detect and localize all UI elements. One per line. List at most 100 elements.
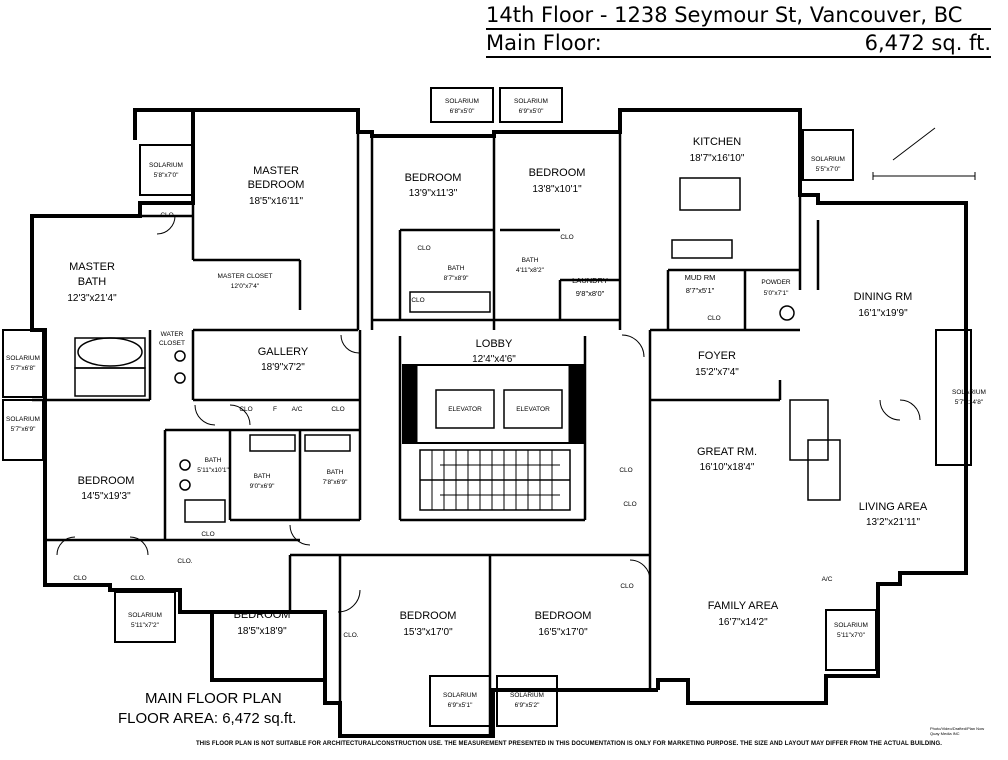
room-labels: MASTER BEDROOM 18'5"x16'11" MASTER BATH … (67, 136, 928, 638)
solarium-7-dim: 5'7"x14'8" (955, 399, 984, 406)
solarium-10-dim: 6'9"x5'1" (448, 702, 473, 709)
solarium-7-name: SOLARIUM (952, 389, 986, 396)
elevator-2-label: ELEVATOR (516, 406, 550, 413)
solarium-8-dim: 5'11"x7'2" (131, 622, 160, 629)
door-swings (56, 215, 921, 613)
clo-dot-label: CLO. (177, 558, 192, 565)
solarium-5-dim: 5'7"x6'8" (11, 365, 36, 372)
main-floor-area: 6,472 sq. ft. (864, 31, 991, 55)
kitchen-name: KITCHEN (693, 136, 741, 148)
bath-north2-dim: 4'11"x8'2" (516, 267, 545, 274)
bath-mid2-name: BATH (327, 469, 344, 476)
credit-text: Photo/Video/Drafted/Plan Now Quay Media … (930, 726, 985, 736)
bedroom-s2-dim: 16'5"x17'0" (538, 627, 588, 638)
solarium-4-dim: 5'5"x7'0" (816, 166, 841, 173)
family-name: FAMILY AREA (708, 600, 779, 612)
bath-west-dim: 5'11"x10'1" (197, 467, 229, 474)
solarium-11-dim: 6'9"x5'2" (515, 702, 540, 709)
master-bath-name-1: MASTER (69, 261, 115, 273)
bedroom-north-2-name: BEDROOM (529, 167, 586, 179)
solarium-9-name: SOLARIUM (834, 622, 868, 629)
bedroom-north-2-dim: 13'8"x10'1" (532, 184, 582, 195)
fixtures (74, 177, 841, 523)
plan-header-title: 14th Floor - 1238 Seymour St, Vancouver,… (486, 2, 991, 30)
gallery-dim: 18'9"x7'2" (261, 362, 305, 373)
lobby-dim: 12'4"x4'6" (472, 354, 516, 365)
bedroom-sw-name: BEDROOM (234, 609, 291, 621)
solarium-3-dim: 5'8"x7'0" (154, 172, 179, 179)
solarium-8-name: SOLARIUM (128, 612, 162, 619)
solarium-1-dim: 6'8"x5'0" (450, 108, 475, 115)
clo-dot-label: CLO. (343, 632, 358, 639)
gallery-name: GALLERY (258, 346, 309, 358)
bath-north-dim: 8'7"x8'9" (444, 275, 469, 282)
living-dim: 13'2"x21'11" (866, 517, 921, 528)
water-closet-name-2: CLOSET (159, 340, 185, 347)
ac-label: A/C (822, 576, 833, 583)
great-rm-dim: 16'10"x18'4" (700, 462, 755, 473)
solarium-3-name: SOLARIUM (149, 162, 183, 169)
clo-label: CLO (560, 234, 573, 241)
bedroom-north-1-name: BEDROOM (405, 172, 462, 184)
clo-label: CLO (160, 212, 173, 219)
bedroom-north-1-dim: 13'9"x11'3" (409, 188, 458, 199)
foyer-name: FOYER (698, 350, 736, 362)
master-bedroom-name-2: BEDROOM (248, 179, 305, 191)
powder-dim: 5'0"x7'1" (764, 290, 789, 297)
bedroom-west-dim: 14'5"x19'3" (81, 491, 131, 502)
solarium-1-name: SOLARIUM (445, 98, 479, 105)
clo-dot-label: CLO. (130, 575, 145, 582)
family-dim: 16'7"x14'2" (718, 617, 768, 628)
mud-rm-dim: 8'7"x5'1" (686, 286, 715, 295)
lobby-core (402, 364, 584, 511)
plan-title: MAIN FLOOR PLAN (145, 690, 282, 707)
solarium-6-name: SOLARIUM (6, 416, 40, 423)
north-arrow (872, 127, 976, 180)
bedroom-west-name: BEDROOM (78, 475, 135, 487)
clo-label: CLO (620, 583, 633, 590)
powder-name: POWDER (761, 279, 791, 286)
solarium-10-name: SOLARIUM (443, 692, 477, 699)
solarium-labels: SOLARIUM 6'8"x5'0" SOLARIUM 6'9"x5'0" SO… (6, 98, 986, 709)
bedroom-sw-dim: 18'5"x18'9" (237, 626, 287, 637)
master-bath-dim: 12'3"x21'4" (67, 293, 117, 304)
master-closet-name: MASTER CLOSET (218, 273, 273, 280)
solarium-boxes (2, 87, 972, 727)
bath-north-name: BATH (448, 265, 465, 272)
bath-mid2-dim: 7'8"x6'9" (323, 479, 348, 486)
disclaimer-text: THIS FLOOR PLAN IS NOT SUITABLE FOR ARCH… (196, 741, 942, 747)
clo-label: CLO (623, 501, 636, 508)
bath-mid1-dim: 9'0"x6'9" (250, 483, 275, 490)
solarium-11-name: SOLARIUM (510, 692, 544, 699)
master-closet-dim: 12'0"x7'4" (231, 283, 260, 290)
master-bath-name-2: BATH (78, 276, 107, 288)
solarium-2-dim: 6'9"x5'0" (519, 108, 544, 115)
mud-rm-name: MUD RM (685, 273, 716, 282)
solarium-2-name: SOLARIUM (514, 98, 548, 105)
clo-label: CLO (331, 406, 344, 413)
clo-label: CLO (411, 297, 424, 304)
solarium-5-name: SOLARIUM (6, 355, 40, 362)
laundry-dim: 9'8"x8'0" (576, 289, 605, 298)
closet-labels: CLO CLO CLO CLO CLO CLO CLO F A/C CLO CL… (73, 212, 832, 639)
living-name: LIVING AREA (859, 501, 928, 513)
bath-north2-name: BATH (522, 257, 539, 264)
solarium-4-name: SOLARIUM (811, 156, 845, 163)
bedroom-s1-dim: 15'3"x17'0" (403, 627, 453, 638)
dining-dim: 16'1"x19'9" (858, 308, 908, 319)
bedroom-s1-name: BEDROOM (400, 610, 457, 622)
solarium-9-dim: 5'11"x7'0" (837, 632, 866, 639)
clo-label: CLO (619, 467, 632, 474)
main-floor-label: Main Floor: (486, 31, 602, 55)
clo-label: CLO (201, 531, 214, 538)
solarium-6-dim: 5'7"x6'9" (11, 426, 36, 433)
bath-west-name: BATH (205, 457, 222, 464)
kitchen-dim: 18'7"x16'10" (690, 153, 745, 164)
clo-label: CLO (417, 245, 430, 252)
clo-label: CLO (73, 575, 86, 582)
f-label: F (273, 406, 277, 413)
laundry-name: LAUNDRY (572, 276, 608, 285)
water-closet-name-1: WATER (161, 331, 184, 338)
clo-label: CLO (707, 315, 720, 322)
